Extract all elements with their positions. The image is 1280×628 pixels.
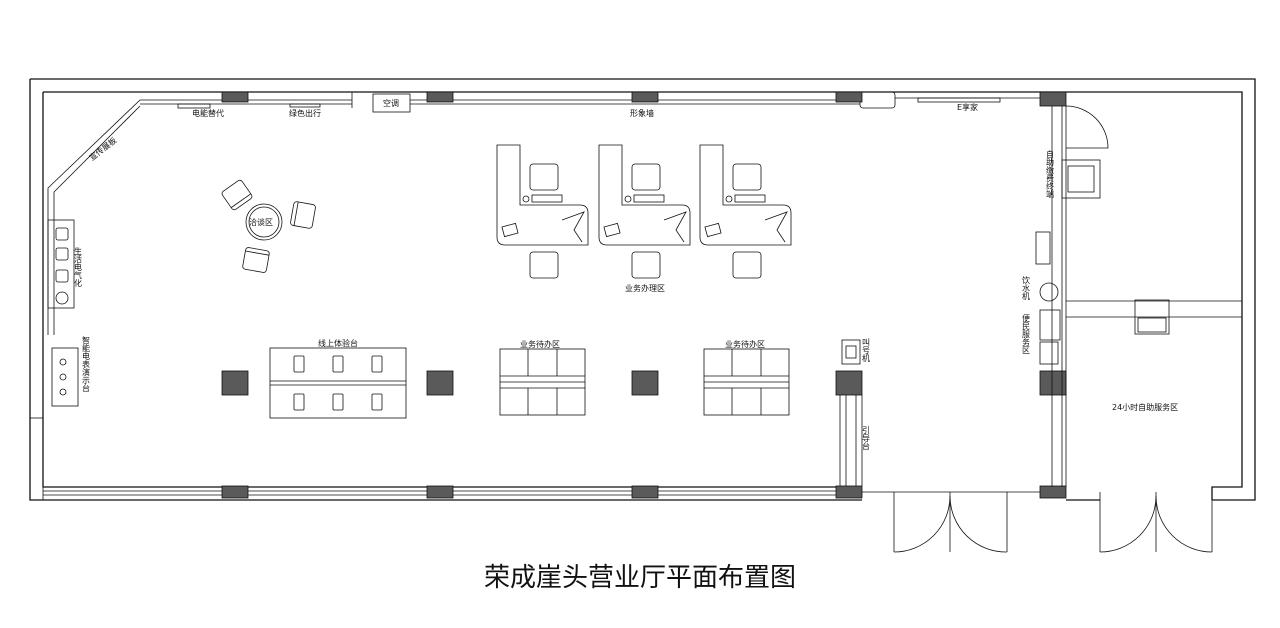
label-bianminfuwu: 便民服务区 xyxy=(1022,313,1031,354)
negotiation-area xyxy=(221,179,316,273)
label-kongtiao: 空调 xyxy=(383,98,399,108)
left-displays xyxy=(29,219,79,501)
air-conditioner xyxy=(372,93,411,113)
label-zhinengdianbiao: 智能电表演示台 xyxy=(82,335,91,393)
label-yewubanliqu: 业务办理区 xyxy=(625,283,665,293)
diagonal-wall-label: 宣传展板 xyxy=(87,135,118,163)
label-xingxiangqiang: 形象墙 xyxy=(630,108,654,118)
labels: 电能替代 绿色出行 空调 形象墙 E享家 洽谈区 生活电气化 智能电表演示台 业… xyxy=(74,98,1179,451)
label-yinshuiji: 饮水机 xyxy=(1022,275,1031,301)
plan-title: 荣成崖头营业厅平面布置图 xyxy=(484,563,796,593)
label-zizhujiaofei: 自助缴费终端 xyxy=(1046,149,1055,199)
label-jiaohaoji: 叫号机 xyxy=(862,337,871,363)
label-diannengtidai: 电能替代 xyxy=(192,108,224,118)
online-experience-table xyxy=(269,347,407,419)
label-qiatanqu: 洽谈区 xyxy=(249,217,273,227)
top-wall-details xyxy=(140,91,1040,113)
waiting-areas xyxy=(499,348,790,416)
guide-desk xyxy=(839,339,863,486)
entrance-doors xyxy=(862,491,1213,553)
label-lvsechuxing: 绿色出行 xyxy=(289,108,321,118)
self-service-partitions xyxy=(1035,105,1242,487)
label-yewudaiban-1: 业务待办区 xyxy=(520,339,560,349)
label-xianshangtiyantai: 线上体验台 xyxy=(318,338,358,348)
diagonal-wall: 宣传展板 xyxy=(47,99,141,335)
label-shenghuodianqihua: 生活电气化 xyxy=(74,246,83,288)
columns xyxy=(221,91,1067,499)
label-exiangjia: E享家 xyxy=(957,102,978,112)
label-yindaotai: 引导台 xyxy=(862,426,871,451)
label-zizhu24: 24小时自助服务区 xyxy=(1112,402,1178,412)
business-desks xyxy=(496,144,792,279)
label-yewudaiban-2: 业务待办区 xyxy=(725,339,765,349)
